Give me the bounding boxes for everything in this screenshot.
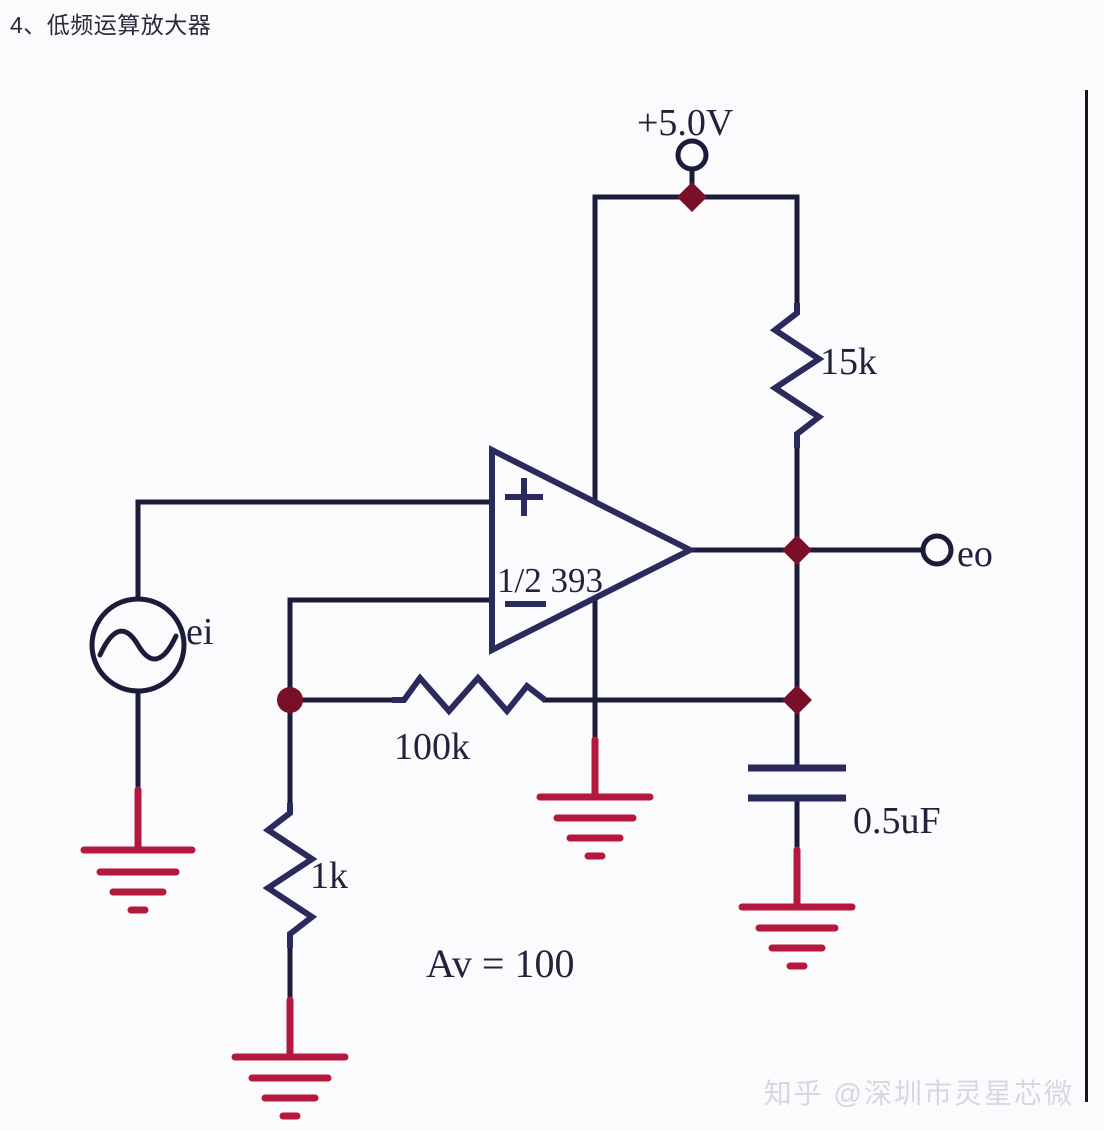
junction-nodes bbox=[277, 182, 812, 715]
resistor-15k-label: 15k bbox=[820, 341, 877, 383]
source-label: ei bbox=[186, 611, 213, 653]
node-supply bbox=[677, 182, 707, 212]
resistor-1k-label: 1k bbox=[310, 855, 348, 897]
ac-source-symbol bbox=[89, 596, 187, 694]
resistor-1k-symbol bbox=[262, 803, 318, 948]
ground-symbol-source bbox=[80, 786, 196, 914]
supply-terminal-circle bbox=[675, 138, 709, 172]
node-feedback-output bbox=[782, 685, 812, 715]
node-inverting-input bbox=[277, 687, 303, 713]
supply-voltage-label: +5.0V bbox=[637, 102, 734, 144]
right-edge-rule bbox=[1085, 90, 1088, 1102]
output-terminal-circle bbox=[920, 533, 954, 567]
capacitor-label: 0.5uF bbox=[853, 800, 941, 842]
resistor-100k-symbol bbox=[392, 673, 547, 716]
ground-symbol-r-input bbox=[231, 996, 349, 1120]
resistor-100k-label: 100k bbox=[394, 726, 470, 768]
wire-node-to-minus bbox=[287, 597, 495, 703]
resistor-15k-symbol bbox=[769, 303, 825, 448]
opamp-plus-sign bbox=[505, 478, 543, 516]
page-title: 4、低频运算放大器 bbox=[10, 12, 212, 38]
ground-symbol-opamp-neg bbox=[536, 736, 654, 860]
opamp-symbol bbox=[489, 445, 697, 655]
wire-source-to-plus bbox=[135, 499, 495, 603]
capacitor-0p5uf-symbol bbox=[748, 764, 846, 802]
ground-symbol-capacitor bbox=[738, 846, 856, 970]
gain-annotation: Av = 100 bbox=[426, 941, 574, 986]
watermark: 知乎 @深圳市灵星芯微 bbox=[763, 1078, 1074, 1109]
opamp-part-label: 1/2 393 bbox=[497, 561, 603, 600]
node-output bbox=[782, 535, 812, 565]
output-terminal-label: eo bbox=[957, 533, 993, 575]
